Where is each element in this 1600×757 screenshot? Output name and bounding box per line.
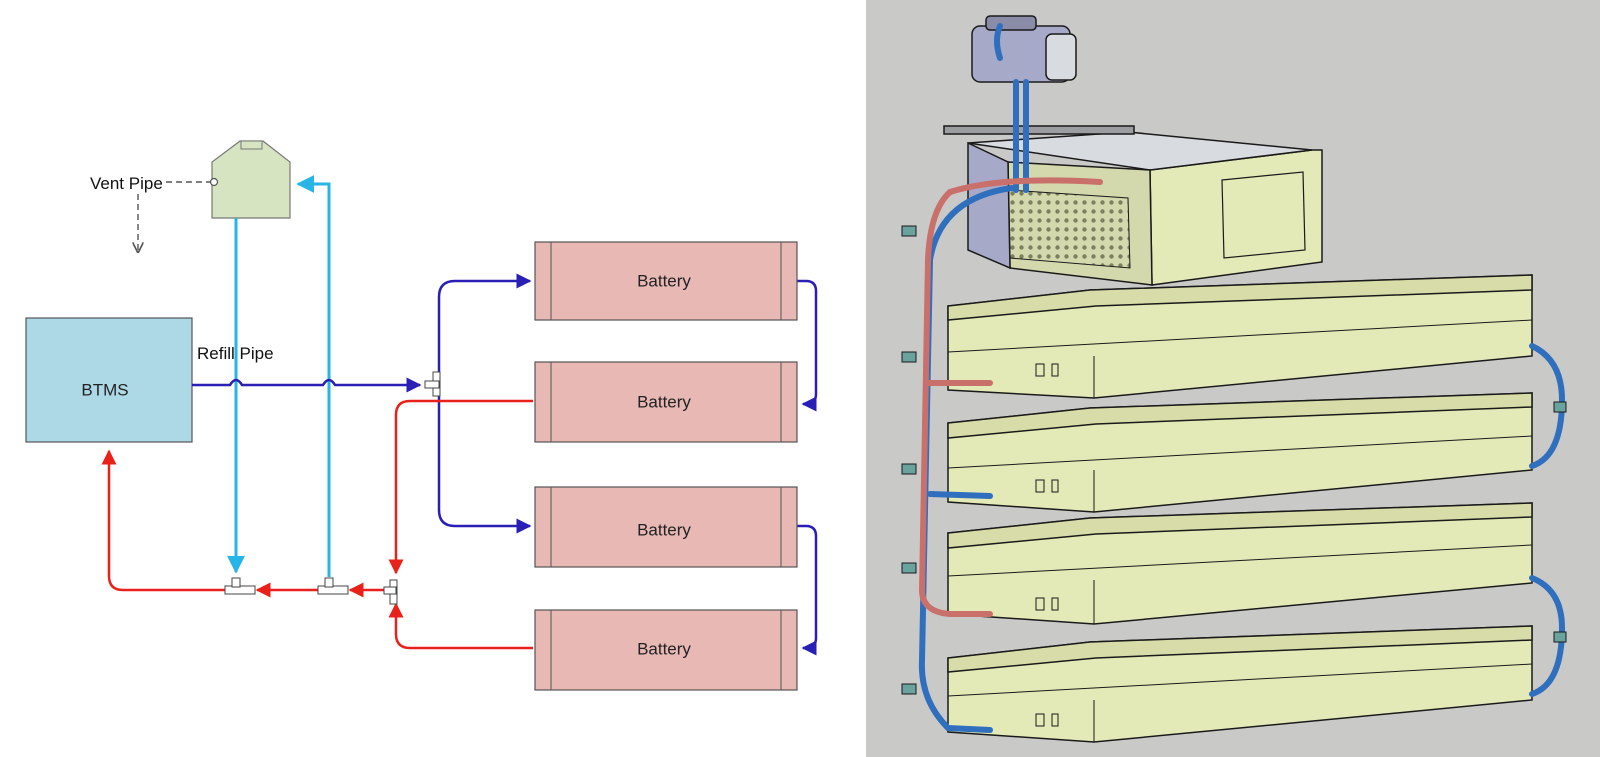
- battery-pack-render: [947, 274, 1533, 399]
- btms-label: BTMS: [81, 380, 128, 399]
- tee-junction-icon: [224, 577, 256, 595]
- tee-junction-icon: [383, 579, 398, 605]
- tee-junction-icon: [424, 371, 441, 397]
- reservoir-render: [971, 15, 1077, 83]
- battery-pack-render: [947, 625, 1533, 743]
- refill-pipe-label: Refill Pipe: [197, 344, 274, 363]
- return-pipe: [101, 399, 533, 650]
- schematic-panel: Vent Pipe Refill Pipe BTMS: [25, 140, 818, 691]
- battery-label: Battery: [637, 520, 691, 539]
- btms-unit-render: [943, 125, 1323, 286]
- battery-label: Battery: [637, 392, 691, 411]
- battery-pack-render: [947, 392, 1533, 513]
- battery-label: Battery: [637, 639, 691, 658]
- coolant-reservoir-icon: [211, 140, 291, 219]
- fitting-render: [901, 225, 1567, 695]
- supply-pipe: [192, 273, 818, 656]
- battery-module: Battery: [534, 361, 798, 443]
- red-coolant-pipe-render: [918, 177, 1103, 617]
- btms-unit: BTMS: [25, 317, 193, 443]
- battery-module: Battery: [534, 609, 798, 691]
- vent-pipe: [138, 181, 212, 252]
- refill-pipe: [227, 175, 331, 577]
- battery-module: Battery: [534, 241, 798, 321]
- battery-module: Battery: [534, 486, 798, 568]
- vent-port-icon: [209, 177, 219, 187]
- vent-pipe-label: Vent Pipe: [90, 174, 163, 193]
- battery-label: Battery: [637, 271, 691, 290]
- tee-junction-icon: [317, 577, 349, 595]
- render-panel: [866, 0, 1600, 757]
